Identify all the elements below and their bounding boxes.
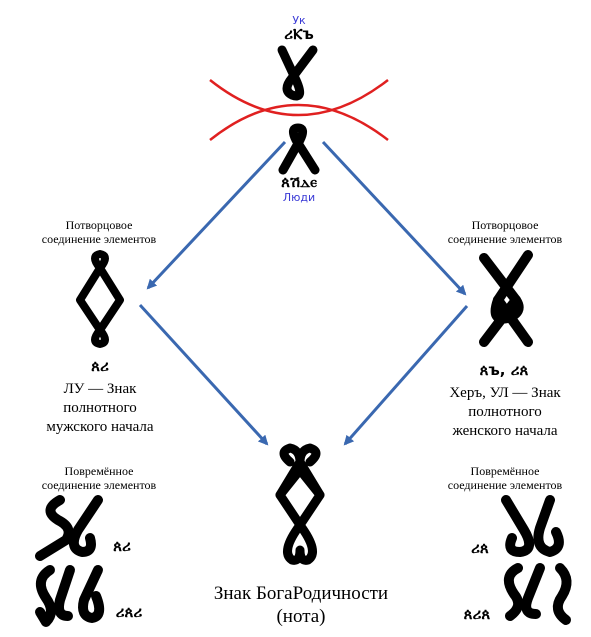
bottom-left-title: Повремённое соединение элементов <box>24 464 174 492</box>
left-connection-title-line-2: соединение элементов <box>41 232 157 246</box>
center-caption-line-1: Знак БогаРодичности <box>213 583 389 604</box>
bottom-right-glyph-a <box>501 495 564 557</box>
bottom-right-glyph-b <box>503 563 572 625</box>
center-caption: Знак БогаРодичности (нота) <box>196 582 406 628</box>
red-arc-upper <box>209 79 389 117</box>
bottom-right-runes-a: ሪጰ <box>471 539 489 557</box>
bottom-right-runes-b: ጰሪጰ <box>463 605 491 623</box>
bottom-right-title: Повремённое соединение элементов <box>430 464 580 492</box>
central-sign-glyph <box>275 443 325 565</box>
lu-glyph <box>76 250 124 348</box>
right-sign-line-2: полнотного <box>468 404 542 420</box>
left-sign-line-3: мужского начала <box>46 419 154 435</box>
arrow-left-center <box>138 303 269 446</box>
left-connection-title-line-1: Потворцовое <box>65 218 133 232</box>
right-connection-title-line-1: Потворцовое <box>471 218 539 232</box>
right-connection-title-line-2: соединение элементов <box>447 232 563 246</box>
center-caption-line-2: (нота) <box>276 606 326 627</box>
right-sign-line-1: Херъ, УЛ — Знак <box>449 385 561 401</box>
bottom-left-runes-a: ጰሪ <box>113 537 131 555</box>
bottom-left-glyph-b <box>35 565 105 627</box>
right-connection-title: Потворцовое соединение элементов <box>430 218 580 246</box>
left-sign-line-2: полнотного <box>63 400 137 416</box>
bottom-left-glyph-a <box>35 495 103 561</box>
right-runes: ጰъ, ሪጰ <box>479 361 529 379</box>
lyudi-runes: ጰሽⲇⲉ <box>281 173 317 191</box>
arrow-top-left <box>146 140 287 290</box>
lyudi-label: Люди <box>282 191 316 204</box>
kher-glyph <box>479 250 533 347</box>
left-connection-title: Потворцовое соединение элементов <box>24 218 174 246</box>
arrow-right-center <box>343 305 469 446</box>
right-sign-line-3: женского начала <box>452 423 558 439</box>
left-runes: ጰሪ <box>91 357 109 375</box>
uk-glyph <box>277 45 318 101</box>
left-sign-line-1: ЛУ — Знак <box>63 381 137 397</box>
arrow-top-right <box>321 140 467 296</box>
red-arc-lower <box>209 103 389 141</box>
bottom-right-title-line-1: Повремённое <box>470 464 540 478</box>
uk-label: Ук <box>292 14 306 27</box>
bottom-left-title-line-2: соединение элементов <box>41 478 157 492</box>
right-sign-caption: Херъ, УЛ — Знак полнотного женского нача… <box>430 384 580 441</box>
bottom-left-title-line-1: Повремённое <box>64 464 134 478</box>
lyudi-glyph <box>278 123 320 175</box>
uk-runes: ሪⲔъ <box>284 25 314 43</box>
bottom-right-title-line-2: соединение элементов <box>447 478 563 492</box>
left-sign-caption: ЛУ — Знак полнотного мужского начала <box>30 380 170 437</box>
bottom-left-runes-b: ሪጰሪ <box>115 603 143 621</box>
